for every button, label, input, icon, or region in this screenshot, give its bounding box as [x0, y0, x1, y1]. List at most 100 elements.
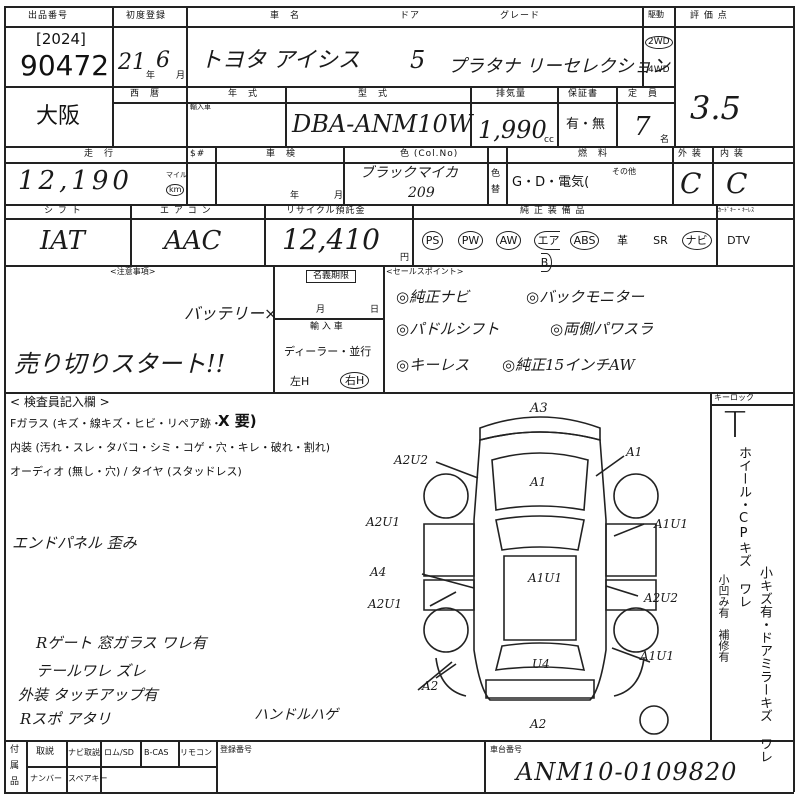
audio-tire-line: オーディオ (無し・穴) / タイヤ (スタッドレス): [10, 465, 242, 478]
auction-year: [2024]: [36, 30, 86, 48]
footer-label-2: 属: [10, 761, 20, 771]
door-count: 5: [410, 46, 426, 74]
damage-mark-a2u2-front: A2U2: [394, 453, 429, 467]
sales-point-label: <セールスポイント>: [386, 267, 464, 276]
steering-left: 左H: [290, 375, 310, 388]
accessory-remote: リモコン: [180, 748, 212, 757]
interior-label: 内 装: [720, 149, 744, 159]
equipment-leather: 革: [617, 234, 628, 247]
drive-2wd: 2WD: [645, 36, 673, 49]
first-registration-label: 初度登録: [126, 11, 167, 21]
transfer-month: 月: [316, 305, 326, 315]
equipment-ps: PS: [416, 230, 449, 252]
mileage-label: 走 行: [84, 149, 115, 159]
lot-number: 90472: [20, 49, 110, 82]
glass-line: Fガラス (キズ・線キズ・ヒビ・リペア跡・: [10, 417, 222, 430]
damage-mark-a1-front-right: A1: [626, 445, 643, 459]
keylock-label: キーロック: [714, 393, 754, 402]
shift-label: シ フ ト: [44, 206, 82, 216]
warranty-label: 保証書: [568, 89, 599, 99]
keylock-note-mirror: 小キズ有・ドアミラーキズ ワレ: [757, 566, 772, 763]
dealer-parallel: ディーラー・並行: [284, 345, 372, 358]
keylock-note-dent: 小凹み有 補修有: [717, 574, 730, 662]
ac-label: エ ア コ ン: [160, 206, 212, 216]
keylock-value: T: [724, 405, 746, 446]
fuel-other: その他: [612, 167, 636, 176]
model-code: DBA-ANM10W: [292, 110, 473, 138]
color-name: ブラックマイカ: [360, 165, 458, 181]
drive-label: 駆動: [648, 10, 664, 19]
interior-line: 内装 (汚れ・スレ・タバコ・シミ・コゲ・穴・キレ・破れ・割れ): [10, 441, 331, 454]
sales-point-4: ◎両側パワスラ: [550, 320, 654, 338]
attention-label: <注意事項>: [110, 267, 156, 276]
damage-mark-a2u2-rear-right: A2U2: [644, 591, 679, 605]
evaluation-score: 3.5: [690, 89, 741, 127]
damage-mark-a3: A3: [530, 401, 548, 416]
sales-point-3: ◎パドルシフト: [396, 320, 500, 338]
reg-year: 21: [118, 50, 146, 75]
sales-point-2: ◎バックモニター: [526, 288, 645, 306]
accessory-plate: ナンバー: [30, 774, 62, 783]
color-change-2: 替: [491, 185, 501, 195]
damage-mark-a2-rear-bumper: A2: [530, 717, 547, 731]
lot-number-label: 出品番号: [28, 11, 69, 21]
interior-grade: C: [726, 167, 748, 200]
mileage-symbol: $#: [190, 149, 206, 159]
inspection-note-4: 外装 タッチアップ有: [18, 686, 158, 704]
equipment-aw: AW: [492, 230, 525, 252]
exterior-label: 外 装: [678, 149, 702, 159]
mileage-unit-km: km: [166, 184, 185, 196]
import-note: 輸入車: [190, 103, 211, 111]
equipment-abs: ABS: [568, 230, 601, 252]
damage-mark-u4: U4: [532, 657, 550, 671]
shift: IAT: [40, 226, 85, 256]
keyless-label: ｶｰﾄﾞｷｰ・ｷｰﾚｽ: [718, 207, 755, 214]
footer-label-3: 品: [10, 777, 20, 787]
battery-note: バッテリー×: [184, 304, 278, 323]
transfer-deadline-label: 名義期限: [306, 270, 357, 283]
damage-mark-a1-hood: A1: [530, 475, 547, 489]
grade-label: グレード: [500, 11, 541, 21]
region: 大阪: [36, 104, 81, 129]
sales-point-5: ◎キーレス: [396, 356, 470, 374]
door-label: ドア: [400, 11, 421, 21]
inspection-note-1: エンドパネル 歪み: [12, 534, 137, 552]
model-label: 型 式: [358, 89, 389, 99]
equipment-sunroof: SR: [653, 234, 668, 247]
registration-number-label: 登録番号: [220, 745, 252, 754]
steering-right: 右H: [340, 372, 370, 389]
exterior-grade: C: [680, 167, 702, 200]
fuel-type: G・D・電気(: [512, 175, 590, 190]
score-label: 評 価 点: [690, 11, 728, 21]
chassis-number-label: 車台番号: [490, 745, 522, 754]
car-damage-diagram: [417, 416, 669, 735]
keylock-note-wheel: ホイール・CPキズ ワレ: [736, 446, 751, 608]
mileage-unit-mile: マイル: [166, 171, 187, 179]
capacity-unit: 名: [660, 135, 670, 145]
color-label: 色 (Col.No): [400, 149, 459, 159]
damage-mark-a4: A4: [370, 565, 387, 579]
inspection-label: 車 検: [266, 149, 297, 159]
accessory-navi-manual: ナビ取説: [68, 748, 100, 757]
grade: プラタナ リーセレクション: [448, 56, 670, 77]
damage-mark-a1u1-rear: A1U1: [640, 649, 675, 663]
glass-mark: X 要): [218, 412, 257, 430]
capacity-label: 定 員: [628, 89, 659, 99]
inspection-month-unit: 月: [334, 191, 344, 201]
equipment-navi: ナビ: [680, 230, 713, 252]
western-year-label: 西 暦: [130, 89, 161, 99]
year-type-label: 年 式: [228, 89, 259, 99]
displacement: 1,990: [478, 116, 547, 144]
car-name: トヨタ アイシス: [200, 48, 360, 73]
equipment-dtv: DTV: [727, 234, 750, 247]
accessory-manual: 取説: [36, 747, 55, 757]
recycle-fee-label: リサイクル預託金: [286, 206, 366, 216]
accessory-spare-key: スペアキー: [68, 774, 108, 783]
accessory-bcas: B-CAS: [144, 748, 169, 757]
inspection-note-6: ハンドルハゲ: [254, 707, 338, 723]
color-change-1: 色: [491, 169, 501, 179]
car-name-label: 車 名: [270, 11, 301, 21]
transfer-day: 日: [370, 305, 380, 315]
recycle-fee-unit: 円: [400, 253, 410, 263]
inspection-note-5: Rスポ アタリ: [20, 710, 112, 728]
